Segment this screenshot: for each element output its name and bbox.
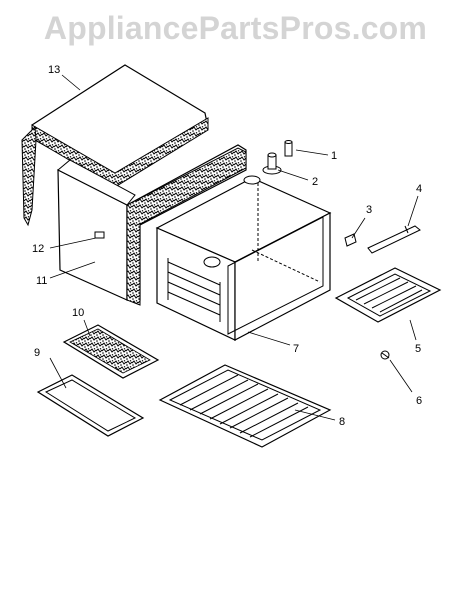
insulation-blanket-top — [21, 64, 209, 227]
leader-lines — [49, 74, 419, 421]
callout-8: 8 — [339, 416, 345, 428]
insulation-clip — [94, 231, 105, 239]
oven-cavity — [155, 175, 332, 341]
oven-pin — [284, 140, 293, 157]
callout-2: 2 — [312, 176, 318, 188]
callout-4: 4 — [416, 183, 422, 195]
callout-1: 1 — [331, 150, 337, 162]
insulation-side-wrap — [57, 144, 247, 306]
broiler-pan-grid — [62, 324, 160, 379]
element-screw — [380, 350, 390, 360]
callout-6: 6 — [416, 395, 422, 407]
callout-7: 7 — [293, 343, 299, 355]
rack-support — [367, 225, 421, 254]
callout-5: 5 — [415, 343, 421, 355]
callout-13: 13 — [48, 64, 60, 76]
callout-9: 9 — [34, 347, 40, 359]
bake-element — [334, 267, 442, 323]
rack-clip — [344, 233, 357, 247]
watermark: AppliancePartsPros.com — [43, 10, 428, 46]
broiler-pan — [36, 374, 145, 437]
oven-grommet — [262, 152, 282, 175]
callout-11: 11 — [36, 275, 47, 287]
callout-12: 12 — [32, 243, 44, 255]
oven-rack — [158, 364, 332, 448]
callout-3: 3 — [366, 204, 372, 216]
callout-10: 10 — [72, 307, 84, 319]
